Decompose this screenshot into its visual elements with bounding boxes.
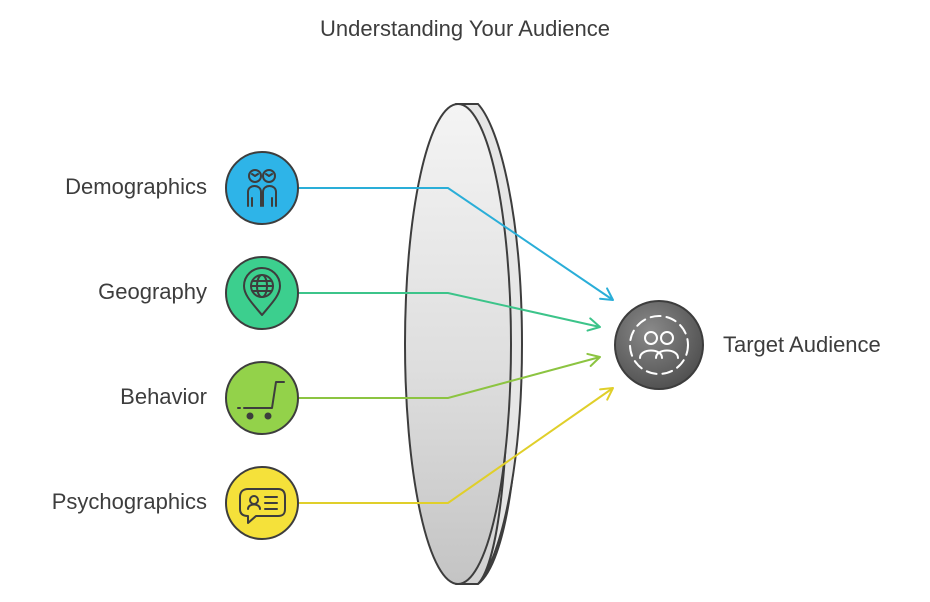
connector-behavior [298, 356, 601, 399]
connector-demographics [298, 187, 614, 301]
shopping-cart-icon [237, 381, 285, 420]
target-node [614, 300, 704, 390]
lens-icon [404, 103, 524, 585]
audience-group-icon [629, 315, 689, 375]
factor-label-geography: Geography [98, 279, 207, 304]
arrowhead-psychographics [599, 387, 614, 401]
people-icon [247, 169, 277, 207]
speech-bubble-icon [239, 488, 286, 524]
arrowhead-behavior [586, 352, 601, 367]
factor-label-demographics: Demographics [65, 174, 207, 199]
connector-psychographics [298, 387, 614, 504]
arrowhead-geography [586, 317, 601, 332]
factor-node-geography [225, 256, 299, 330]
factor-nodes [225, 151, 299, 540]
connectors [298, 187, 614, 504]
factor-label-behavior: Behavior [120, 384, 207, 409]
factor-node-behavior [225, 361, 299, 435]
diagram-title: Understanding Your Audience [320, 16, 610, 41]
connector-geography [298, 292, 601, 328]
arrowhead-demographics [599, 287, 614, 301]
target-label: Target Audience [723, 332, 881, 357]
factor-node-psychographics [225, 466, 299, 540]
globe-pin-icon [243, 267, 281, 316]
factor-node-demographics [225, 151, 299, 225]
factor-label-psychographics: Psychographics [51, 489, 207, 514]
